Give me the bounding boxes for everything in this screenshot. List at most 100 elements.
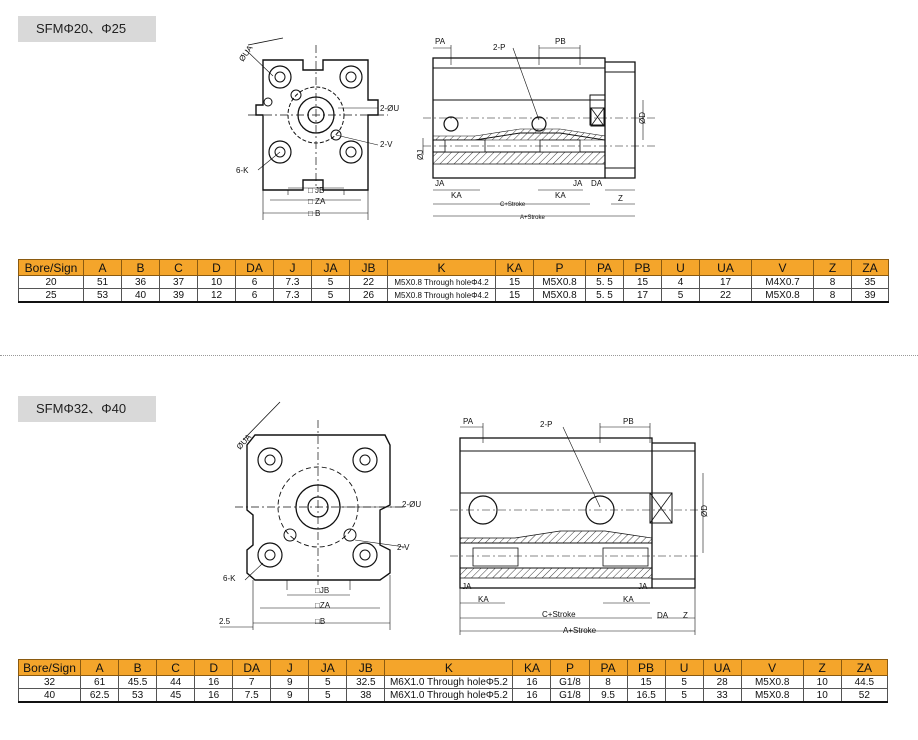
table-row: 32 61 45.5 44 16 7 9 5 32.5 M6X1.0 Throu…	[17, 675, 889, 689]
table-cell: 53	[118, 688, 158, 703]
header-cell: J	[270, 659, 310, 676]
front-view-drawing-20-25: ØUA 2-ØU 2-V 6-K □ JB □ ZA □ B	[236, 37, 399, 220]
table-cell: 5	[308, 675, 348, 689]
section-tag-sfm32-40: SFMΦ32、Φ40	[18, 396, 156, 422]
table-cell: G1/8	[550, 675, 590, 689]
table-cell: 12	[197, 288, 236, 303]
header-cell: K	[384, 659, 514, 676]
header-cell: JB	[346, 659, 386, 676]
label-p: 2-P	[493, 43, 505, 52]
table-cell: 9.5	[588, 688, 628, 703]
label-u: 2-ØU	[402, 500, 421, 509]
table-cell: 37	[159, 275, 198, 289]
table-cell: M5X0.8 Through holeΦ4.2	[387, 275, 496, 289]
side-view-drawing-32-40: PA 2-P PB ØD JA KA KA JA C+Stroke DA Z A…	[450, 417, 709, 635]
header-cell: D	[197, 259, 236, 276]
label-b: □B	[315, 617, 325, 626]
table-cell: 5	[308, 688, 348, 703]
table-cell: 44.5	[840, 675, 889, 689]
table-cell: 62.5	[80, 688, 120, 703]
header-cell: P	[533, 259, 586, 276]
table-cell: 36	[121, 275, 160, 289]
table-cell: 61	[80, 675, 120, 689]
header-cell: UA	[702, 659, 742, 676]
label-ja-left: JA	[435, 179, 445, 188]
table-header-row: Bore/Sign A B C D DA J JA JB K KA P PA P…	[18, 259, 889, 276]
table-cell: 17	[623, 288, 662, 303]
table-cell: 6	[235, 275, 274, 289]
header-cell: B	[121, 259, 160, 276]
label-j: ØJ	[416, 150, 425, 160]
table-cell: 26	[349, 288, 388, 303]
table-cell: 5. 5	[585, 275, 624, 289]
label-2-5: 2.5	[219, 617, 231, 626]
table-cell: 45	[156, 688, 196, 703]
table-cell: 5. 5	[585, 288, 624, 303]
label-ja-right: JA	[573, 179, 583, 188]
label-ka-right: KA	[623, 595, 634, 604]
header-cell: KA	[512, 659, 552, 676]
header-cell: Z	[813, 259, 852, 276]
header-cell: JB	[349, 259, 388, 276]
header-cell: P	[550, 659, 590, 676]
table-cell: 15	[495, 288, 534, 303]
label-v: 2-V	[397, 543, 410, 552]
header-cell: J	[273, 259, 312, 276]
label-ja-left: JA	[462, 582, 472, 591]
label-jb: □ JB	[308, 186, 324, 195]
header-cell: C	[156, 659, 196, 676]
table-cell: 32	[17, 675, 82, 689]
label-ua: ØUA	[237, 43, 255, 63]
table-cell: M5X0.8	[533, 288, 586, 303]
label-ua: ØUA	[235, 432, 254, 451]
table-cell: 16	[512, 688, 552, 703]
table-cell: 38	[346, 688, 386, 703]
table-cell: 5	[664, 675, 704, 689]
table-cell: M5X0.8	[740, 688, 804, 703]
label-pa: PA	[463, 417, 474, 426]
label-ka-left: KA	[478, 595, 489, 604]
table-cell: 25	[18, 288, 84, 303]
table-cell: 44	[156, 675, 196, 689]
header-cell: ZA	[840, 659, 889, 676]
table-cell: M5X0.8 Through holeΦ4.2	[387, 288, 496, 303]
table-cell: 4	[661, 275, 700, 289]
table-cell: 9	[270, 688, 310, 703]
table-cell: 16	[194, 688, 234, 703]
table-cell: M5X0.8	[751, 288, 814, 303]
table-cell: 20	[18, 275, 84, 289]
table-cell: 8	[813, 275, 852, 289]
label-ka-right: KA	[555, 191, 566, 200]
header-cell: PA	[585, 259, 624, 276]
table-cell: 32.5	[346, 675, 386, 689]
table-cell: 7	[232, 675, 272, 689]
section-tag-sfm20-25: SFMΦ20、Φ25	[18, 16, 156, 42]
table-cell: 15	[623, 275, 662, 289]
label-pa: PA	[435, 37, 446, 46]
label-z: Z	[618, 194, 623, 203]
header-cell: JA	[311, 259, 350, 276]
table-cell: 7.3	[273, 275, 312, 289]
table-cell: 51	[83, 275, 122, 289]
table-cell: 8	[588, 675, 628, 689]
label-za: □ZA	[315, 601, 331, 610]
table-cell: 52	[840, 688, 889, 703]
label-z: Z	[683, 611, 688, 620]
header-cell: Bore/Sign	[18, 259, 84, 276]
header-cell: UA	[699, 259, 752, 276]
table-row: 25 53 40 39 12 6 7.3 5 26 M5X0.8 Through…	[18, 288, 889, 303]
side-view-drawing-20-25: PA 2-P PB ØD ØJ JA KA KA JA DA Z C+Strok…	[416, 37, 655, 221]
header-cell: KA	[495, 259, 534, 276]
spec-table-20-25: Bore/Sign A B C D DA J JA JB K KA P PA P…	[18, 259, 889, 303]
table-cell: 45.5	[118, 675, 158, 689]
table-header-row: Bore/Sign A B C D DA J JA JB K KA P PA P…	[17, 659, 889, 676]
table-cell: 6	[235, 288, 274, 303]
front-view-drawing-32-40: ØUA 2-ØU 2-V 6-K □JB □ZA □B 2.5	[219, 401, 421, 630]
table-cell: 16	[194, 675, 234, 689]
table-cell: M5X0.8	[740, 675, 804, 689]
label-za: □ ZA	[308, 197, 326, 206]
header-cell: D	[194, 659, 234, 676]
header-cell: PA	[588, 659, 628, 676]
table-cell: M6X1.0 Through holeΦ5.2	[384, 675, 514, 689]
table-cell: 7.5	[232, 688, 272, 703]
